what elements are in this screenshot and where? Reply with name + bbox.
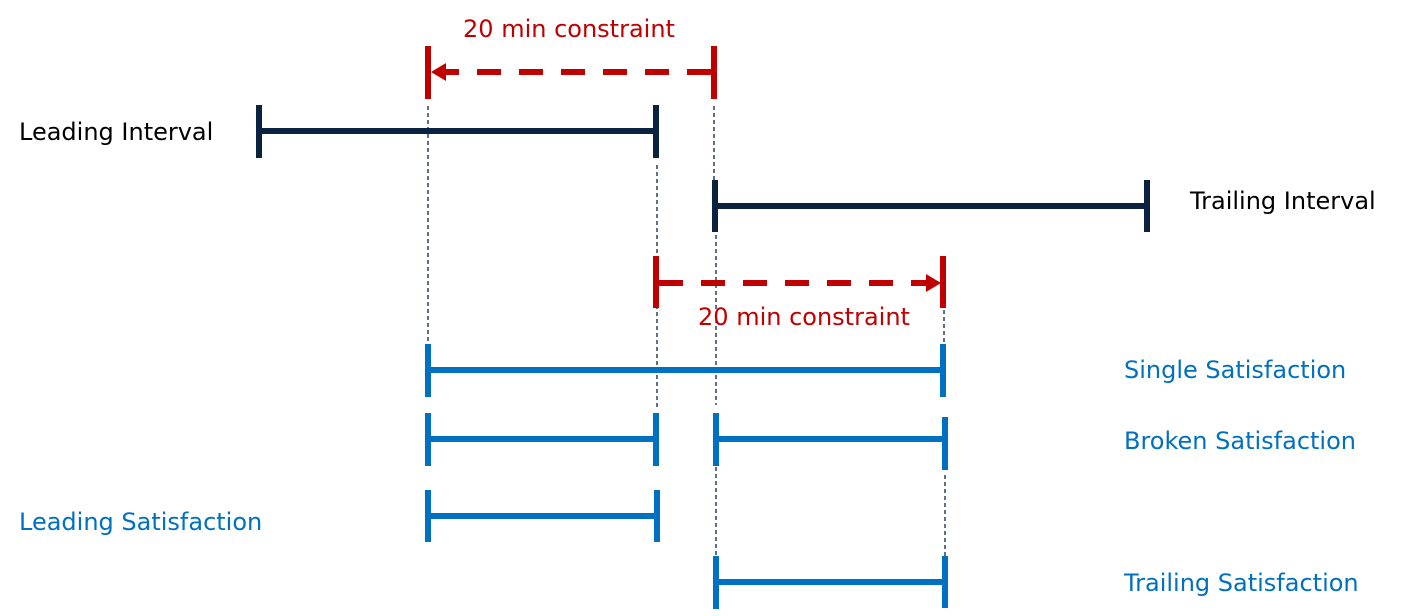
trailing-interval-label: Trailing Interval xyxy=(1189,187,1376,215)
trailing-interval-bar xyxy=(712,180,1150,232)
single-satisfaction-label: Single Satisfaction xyxy=(1124,356,1346,384)
constraint-top xyxy=(425,46,717,99)
constraint-bottom-label: 20 min constraint xyxy=(698,303,910,331)
guide-lines xyxy=(427,106,946,556)
arrow-left-icon xyxy=(431,63,446,81)
single-satisfaction-bar xyxy=(425,344,946,397)
broken-satisfaction-bars xyxy=(425,413,948,470)
leading-interval-label: Leading Interval xyxy=(19,118,213,146)
leading-satisfaction-label: Leading Satisfaction xyxy=(19,508,262,536)
broken-satisfaction-label: Broken Satisfaction xyxy=(1124,427,1356,455)
leading-interval-bar xyxy=(256,105,659,158)
constraint-bottom xyxy=(653,256,946,308)
constraint-top-label: 20 min constraint xyxy=(463,15,675,43)
arrow-right-icon xyxy=(926,274,941,292)
trailing-satisfaction-label: Trailing Satisfaction xyxy=(1123,569,1359,597)
trailing-satisfaction-bar xyxy=(713,556,948,609)
leading-satisfaction-bar xyxy=(425,490,660,542)
